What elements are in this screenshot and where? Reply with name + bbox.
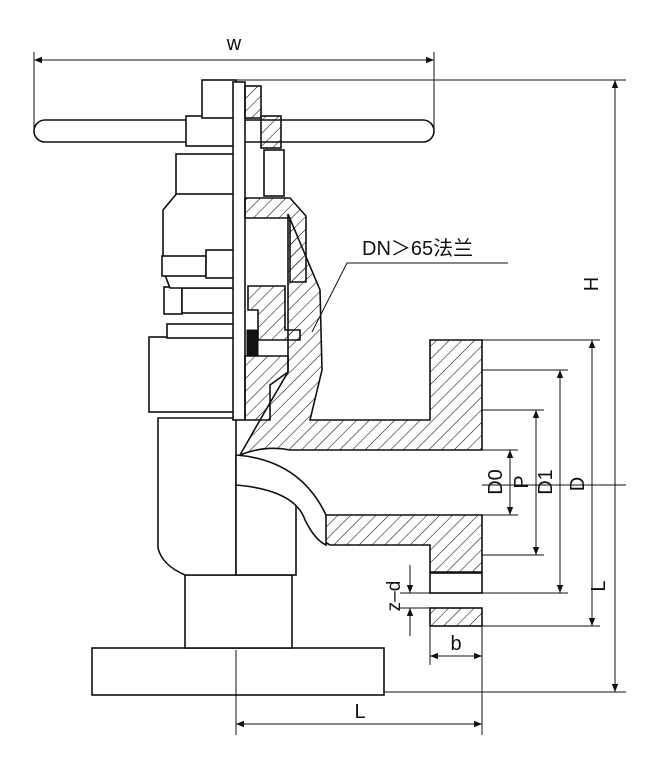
yoke-bolt [161,255,207,277]
stem-nut [201,79,237,119]
gland-flange [181,287,237,314]
valve-exterior [33,79,435,696]
valve-stem [232,81,246,421]
body-left [157,417,237,576]
flange-lower-face [429,572,483,594]
label-D0: D0 [485,469,507,495]
hub-section [260,115,282,149]
bonnet-ring [166,323,238,339]
bonnet-body [148,336,238,413]
stem-nut-section [244,85,262,119]
label-w: w [226,33,242,55]
flange-note-leader [311,262,508,333]
body-section-lower [306,514,483,573]
label-L-bottom: L [354,701,365,723]
handwheel-hub [185,115,237,147]
dimensions [33,52,626,735]
label-H: H [581,277,603,291]
lower-neck [184,574,293,649]
outlet-bore-face [235,484,297,576]
yoke-top [175,153,237,195]
gland-nut-left [163,286,183,315]
label-flange-note: DN＞65法兰 [362,237,473,260]
label-D: D [567,477,589,491]
valve-section [235,85,483,627]
label-b: b [450,633,461,655]
labels: w H L D D1 P D0 z–d b L DN＞65法兰 [226,33,610,723]
yoke-sleeve [263,149,285,197]
base-flange [91,647,385,696]
label-P: P [511,475,533,488]
flange-bolt-section [429,607,483,627]
packing-seal [246,329,259,357]
label-zd: z–d [384,581,405,612]
bore-curve [235,454,327,547]
label-D1: D1 [535,469,557,495]
label-L-right: L [588,580,610,591]
